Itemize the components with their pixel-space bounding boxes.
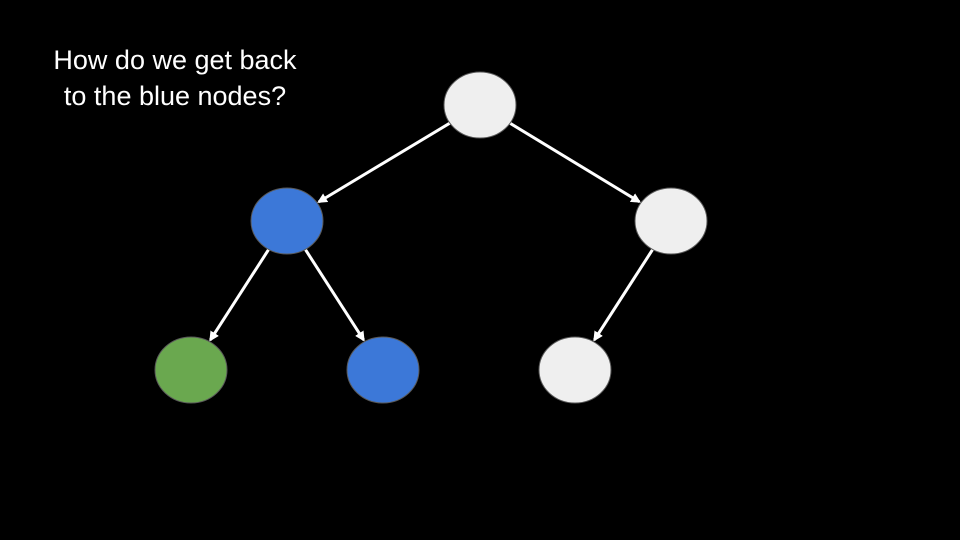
node-right-left — [538, 336, 612, 404]
node-right — [634, 187, 708, 255]
node-left — [250, 187, 324, 255]
nodes-layer — [154, 71, 708, 404]
question-text: How do we get back to the blue nodes? — [53, 45, 297, 111]
edge-left-to-left-left — [209, 246, 272, 342]
edge-right-to-right-left — [593, 246, 656, 342]
node-left-right — [346, 336, 420, 404]
node-root — [443, 71, 517, 139]
edge-root-to-right — [507, 120, 641, 204]
edge-left-to-left-right — [302, 246, 365, 342]
edge-root-to-left — [317, 120, 453, 204]
node-left-left — [154, 336, 228, 404]
edges-layer — [209, 120, 656, 342]
